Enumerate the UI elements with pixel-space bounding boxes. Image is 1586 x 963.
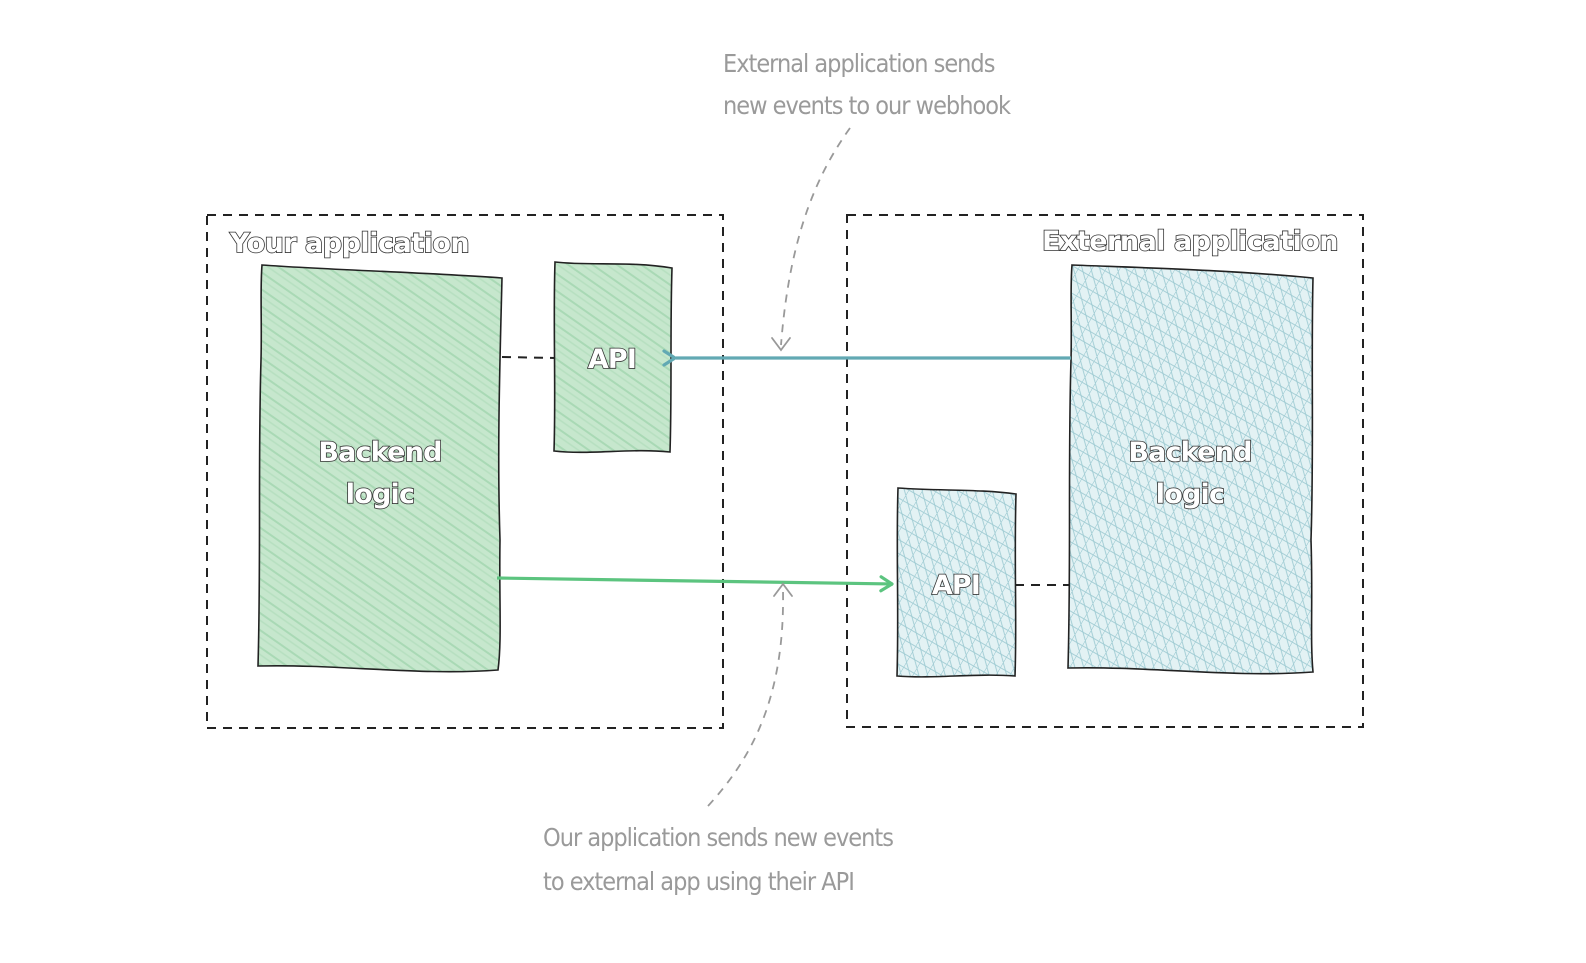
bottom-note-pointer <box>707 589 784 807</box>
your-backend-box: Backend logic <box>257 264 503 673</box>
external-api-box: API <box>896 487 1017 678</box>
external-backend-label-line2: logic <box>1156 479 1224 510</box>
external-backend-box: Backend logic <box>1067 264 1314 675</box>
api-call-arrow <box>496 575 894 593</box>
your-application-title: Your application <box>229 228 469 259</box>
top-note-line1: External application sends <box>723 49 995 78</box>
external-api-label: API <box>932 570 980 601</box>
your-api-box: API <box>553 261 673 454</box>
top-note-pointer-head <box>771 337 791 352</box>
external-application-container: External application <box>846 214 1364 728</box>
top-note-line2: new events to our webhook <box>723 91 1011 120</box>
top-note-pointer <box>780 127 851 346</box>
your-application-container: Your application <box>206 214 724 729</box>
bottom-note-line1: Our application sends new events <box>543 823 893 852</box>
webhook-annotation: External application sends new events to… <box>723 49 1012 352</box>
your-api-label: API <box>588 344 636 375</box>
external-backend-label-line1: Backend <box>1128 437 1251 468</box>
bottom-note-line2: to external app using their API <box>543 867 854 896</box>
your-backend-api-connector <box>501 356 556 359</box>
your-backend-label-line1: Backend <box>318 437 441 468</box>
api-annotation: Our application sends new events to exte… <box>543 582 894 896</box>
your-backend-label-line2: logic <box>346 479 414 510</box>
bottom-note-pointer-head <box>773 582 793 597</box>
external-application-title: External application <box>1042 226 1338 257</box>
